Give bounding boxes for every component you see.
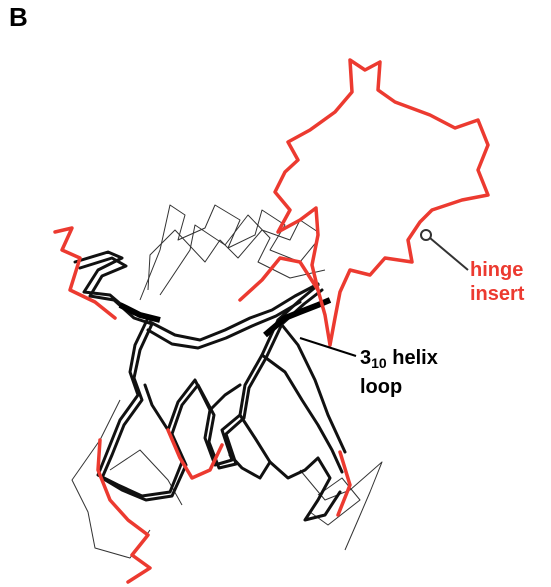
helix-subscript: 10 — [371, 355, 387, 371]
helix-suffix: helix — [387, 347, 438, 369]
hinge-label-line1: hinge — [470, 258, 524, 282]
hinge-insert-label: hinge insert — [470, 258, 524, 306]
hinge-marker-circle — [421, 230, 431, 240]
helix-prefix: 3 — [360, 347, 371, 369]
helix-label-line1: 310 helix — [360, 346, 438, 375]
helix-loop-label: 310 helix loop — [360, 346, 438, 399]
hinge-pointer-line — [430, 238, 468, 270]
hinge-label-line2: insert — [470, 282, 524, 306]
helix-label-line2: loop — [360, 375, 438, 399]
black-backbone-ensemble — [75, 252, 345, 520]
red-backbone-hinge-structure — [55, 60, 488, 582]
panel-letter: B — [9, 2, 28, 33]
